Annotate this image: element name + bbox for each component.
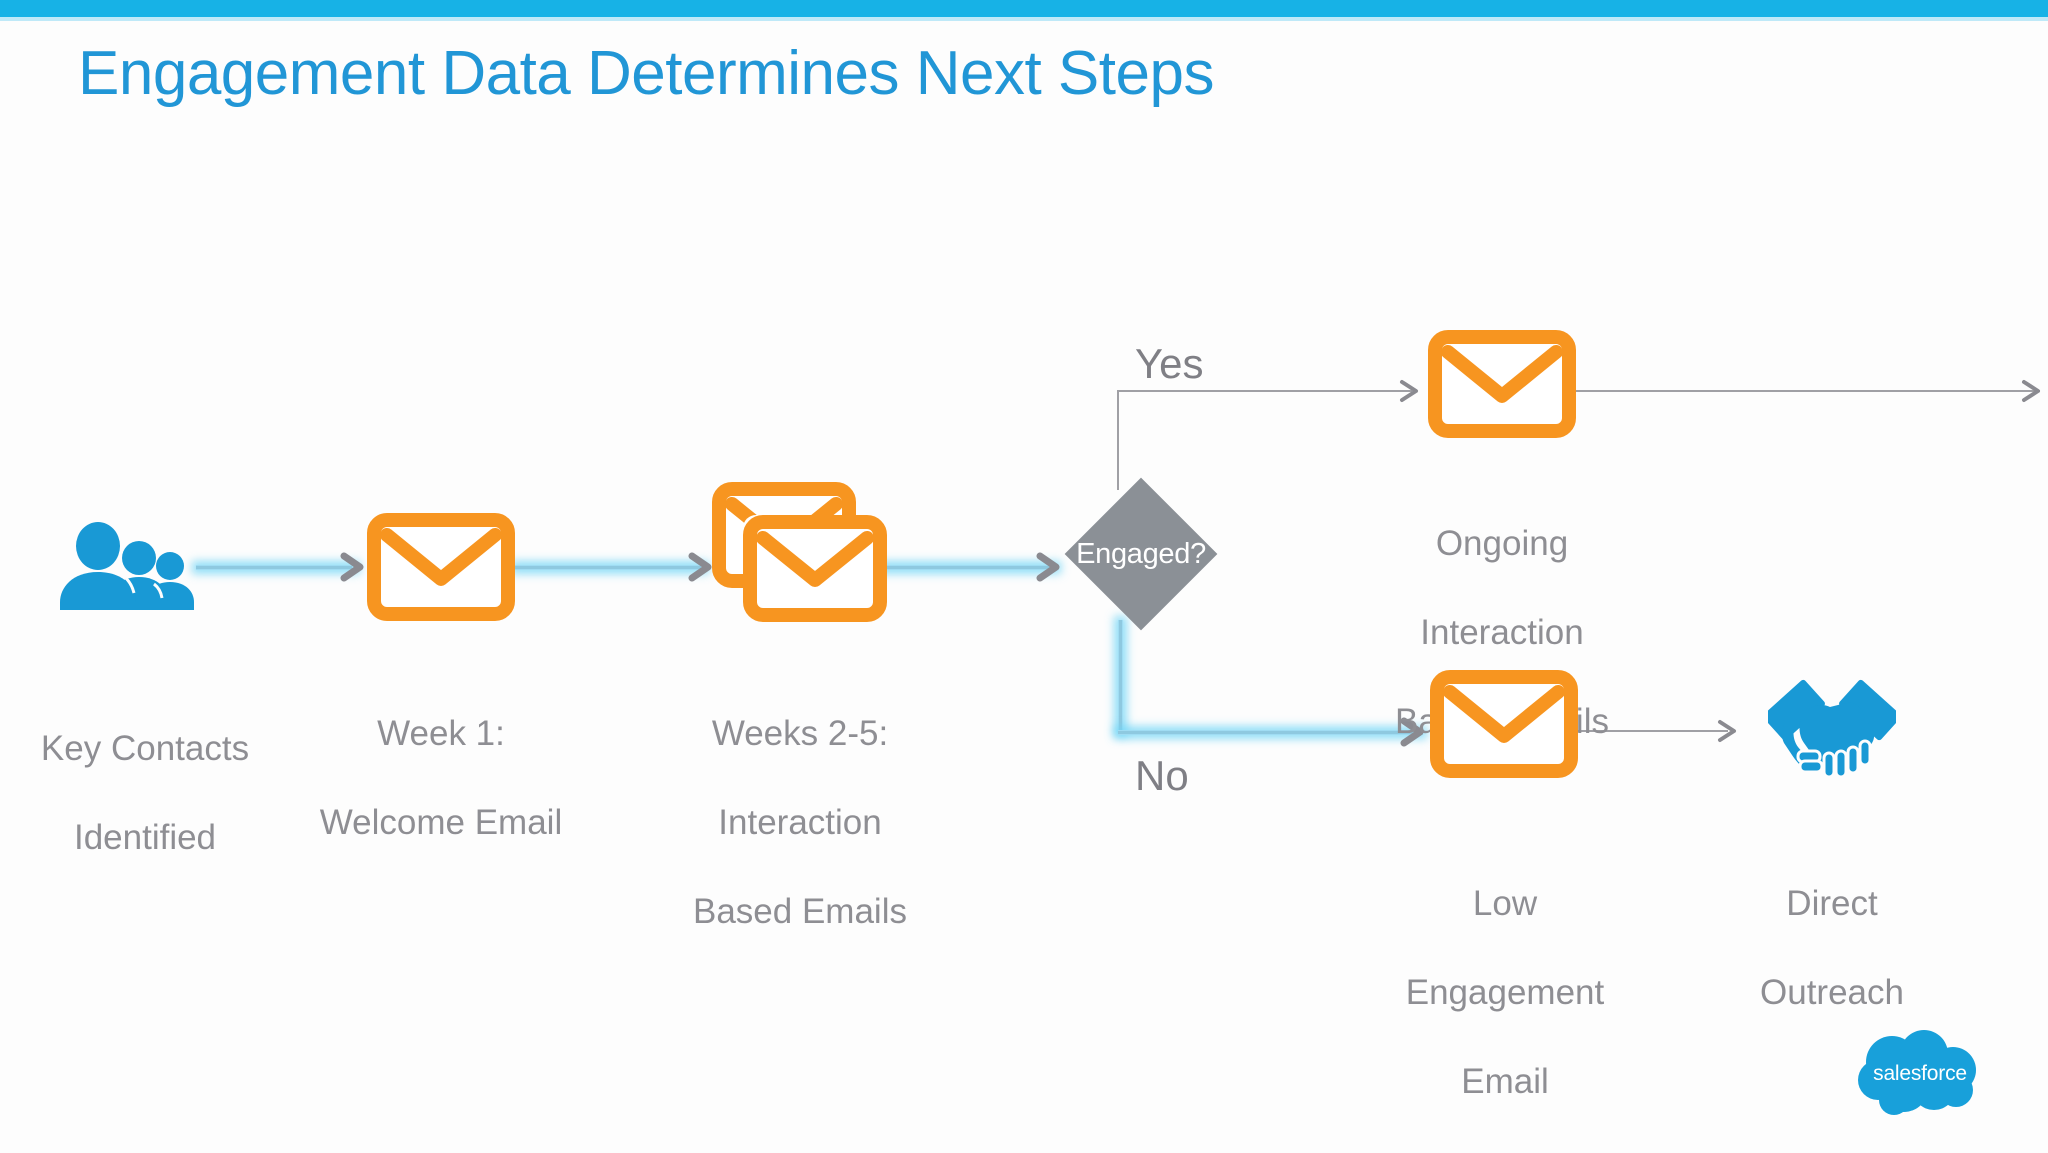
connector-yes-vertical — [1117, 390, 1119, 490]
envelope-icon — [1430, 670, 1578, 778]
arrowhead-low-to-outreach — [1718, 720, 1736, 742]
caption-line: Identified — [73, 818, 217, 858]
connector-contacts-to-welcome-core — [196, 566, 352, 569]
branch-label-yes: Yes — [1135, 340, 1204, 387]
envelope-icon — [1428, 330, 1576, 438]
caption-line: Interaction — [718, 803, 882, 843]
top-accent-bar-shadow — [0, 17, 2048, 21]
arrowhead-offslide — [2022, 380, 2040, 402]
connector-interaction-to-decision-core — [872, 566, 1054, 569]
node-engaged-decision[interactable]: Engaged? — [1064, 477, 1218, 631]
caption-line: Interaction — [1420, 613, 1584, 653]
caption-direct-outreach: Direct Outreach — [1687, 838, 1977, 1060]
arrowhead-welcome-to-interaction — [688, 552, 712, 582]
arrowhead-interaction-to-decision — [1036, 552, 1060, 582]
arrowhead-yes-to-ongoing — [1400, 380, 1418, 402]
caption-welcome-email: Week 1: Welcome Email — [296, 668, 586, 890]
caption-line: Key Contacts — [40, 729, 250, 769]
caption-line: Week 1: — [377, 714, 505, 754]
stacked-envelopes-icon — [712, 482, 887, 622]
caption-key-contacts: Key Contacts Identified — [0, 683, 290, 905]
node-interaction-emails[interactable] — [712, 482, 887, 622]
node-key-contacts[interactable] — [60, 520, 196, 610]
caption-interaction-emails: Weeks 2-5: Interaction Based Emails — [655, 668, 945, 979]
top-accent-bar — [0, 0, 2048, 17]
arrowhead-no-to-low-engagement — [1400, 717, 1424, 747]
envelope-icon — [367, 513, 515, 621]
decision-label: Engaged? — [1076, 537, 1206, 570]
arrowhead-contacts-to-welcome — [340, 552, 364, 582]
caption-line: Low — [1472, 884, 1538, 924]
node-ongoing-emails[interactable] — [1428, 330, 1576, 438]
people-group-icon — [60, 522, 194, 610]
caption-line: Welcome Email — [319, 803, 563, 843]
node-low-engagement-email[interactable] — [1430, 670, 1578, 778]
connector-no-horizontal-core — [1118, 731, 1420, 734]
salesforce-logo: salesforce — [1856, 1030, 1984, 1122]
salesforce-wordmark: salesforce — [1873, 1062, 1967, 1085]
cloud-shape-icon — [1858, 1030, 1976, 1115]
connector-yes-horizontal — [1117, 390, 1412, 392]
page-title: Engagement Data Determines Next Steps — [78, 39, 1214, 108]
caption-line: Based Emails — [693, 892, 907, 932]
connector-ongoing-to-offslide — [1572, 390, 2040, 392]
connector-welcome-to-interaction-core — [515, 566, 701, 569]
handshake-icon — [1763, 679, 1901, 779]
node-direct-outreach[interactable] — [1763, 665, 1901, 783]
caption-line: Weeks 2-5: — [711, 714, 889, 754]
caption-line: Direct — [1786, 884, 1878, 924]
caption-low-engagement-email: Low Engagement Email — [1360, 838, 1650, 1149]
caption-line: Outreach — [1760, 973, 1904, 1013]
caption-line: Engagement — [1405, 973, 1605, 1013]
node-welcome-email[interactable] — [367, 513, 515, 621]
caption-line: Email — [1461, 1062, 1549, 1102]
connector-no-vertical-core — [1119, 620, 1122, 732]
connector-low-to-outreach — [1578, 730, 1728, 732]
branch-label-no: No — [1135, 752, 1189, 799]
caption-line: Ongoing — [1435, 524, 1569, 564]
